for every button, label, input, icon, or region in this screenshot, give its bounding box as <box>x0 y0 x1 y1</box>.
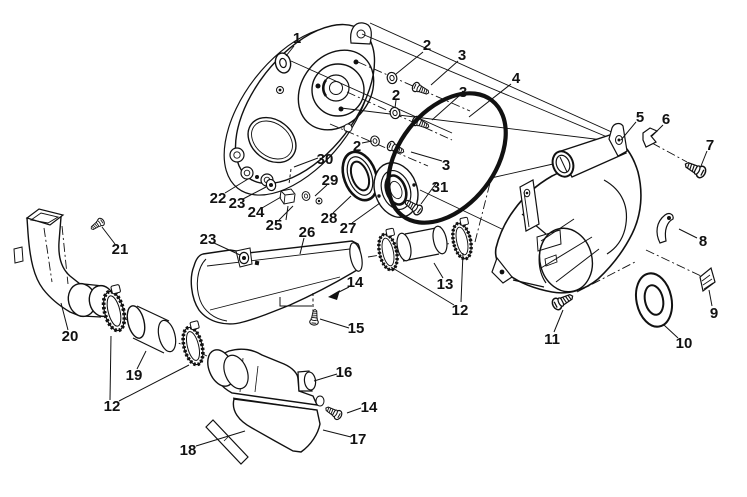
callout-10: 10 <box>676 335 693 352</box>
callout-27: 27 <box>340 220 357 237</box>
callout-1: 1 <box>293 30 301 47</box>
inner-cover-plate <box>223 22 376 196</box>
duct20-tab <box>13 246 24 264</box>
duct26-fittings <box>235 242 363 272</box>
drive-belt-4 <box>386 91 508 225</box>
callout-19: 19 <box>126 367 143 384</box>
outer-cover-5 <box>491 122 642 294</box>
callout-24: 24 <box>248 204 265 221</box>
spacer-block-24 <box>279 188 296 205</box>
callout-3-c: 3 <box>442 157 450 174</box>
callout-18: 18 <box>180 442 197 459</box>
callout-2-c: 2 <box>353 138 361 155</box>
callout-28: 28 <box>321 210 338 227</box>
decal-9 <box>699 266 716 293</box>
callout-labels: 1 2 3 4 2 3 2 3 31 30 22 23 24 25 29 28 … <box>62 30 719 459</box>
hose-13 <box>396 225 448 262</box>
grommet-1 <box>274 52 292 74</box>
upper-bulge-arc <box>603 179 627 255</box>
callout-12-b: 12 <box>104 398 121 415</box>
screw-boss <box>315 395 325 407</box>
stud-25 <box>285 205 289 221</box>
hardware-22-25 <box>264 177 323 221</box>
callout-12-a: 12 <box>452 302 469 319</box>
bracket-8 <box>656 213 674 244</box>
callout-2-a: 2 <box>423 37 431 54</box>
callout-20: 20 <box>62 328 79 345</box>
screw-14-b <box>322 403 344 422</box>
callout-13: 13 <box>437 276 454 293</box>
intake-duct-26 <box>190 240 361 325</box>
grommet-23-b <box>238 251 250 265</box>
airbox-lower-17 <box>232 398 321 453</box>
callout-6: 6 <box>662 111 670 128</box>
clamp-12-d <box>447 215 478 263</box>
callout-11: 11 <box>544 331 560 348</box>
duct-mouth-rim <box>196 258 228 322</box>
callout-16: 16 <box>336 364 353 381</box>
callout-23-b: 23 <box>200 231 217 248</box>
bolt-11 <box>549 289 577 313</box>
callout-30: 30 <box>317 151 334 168</box>
clamp-12-b <box>176 318 210 369</box>
right-axis-lines <box>576 142 702 293</box>
washer-2-b <box>388 105 402 121</box>
callout-9: 9 <box>710 305 718 322</box>
screw-15 <box>308 308 320 326</box>
o-ring-10 <box>634 272 674 328</box>
callout-5: 5 <box>636 109 644 126</box>
arrow-14 <box>328 290 340 300</box>
duct-body <box>190 240 361 325</box>
screw-3-a <box>410 80 432 98</box>
callout-21: 21 <box>112 241 129 258</box>
callout-23-a: 23 <box>229 195 246 212</box>
callout-25: 25 <box>266 217 283 234</box>
callout-31: 31 <box>432 179 449 196</box>
hose-19 <box>126 305 177 354</box>
alignment-lines <box>290 22 617 232</box>
callout-8: 8 <box>699 233 707 250</box>
callout-7: 7 <box>706 137 714 154</box>
callout-29: 29 <box>322 172 339 189</box>
callout-17: 17 <box>350 431 367 448</box>
cover-slot <box>536 229 562 252</box>
airbox-16-17 <box>207 348 325 453</box>
washer-29 <box>300 190 312 202</box>
callout-2-b: 2 <box>392 87 400 104</box>
duct26-outlet <box>349 242 363 272</box>
callout-26: 26 <box>299 224 316 241</box>
seal-28 <box>341 150 379 202</box>
callout-22: 22 <box>210 190 227 207</box>
duct20-top-opening <box>25 208 65 226</box>
callout-3-a: 3 <box>458 47 466 64</box>
callout-15: 15 <box>348 320 365 337</box>
callout-4: 4 <box>512 70 521 87</box>
callout-3-b: 3 <box>459 84 467 101</box>
screw-21 <box>88 216 107 233</box>
callout-14-b: 14 <box>361 399 378 416</box>
strip-18 <box>205 419 249 465</box>
callout-14-a: 14 <box>347 274 364 291</box>
leader-lines <box>60 45 713 447</box>
clip-6 <box>642 127 659 148</box>
